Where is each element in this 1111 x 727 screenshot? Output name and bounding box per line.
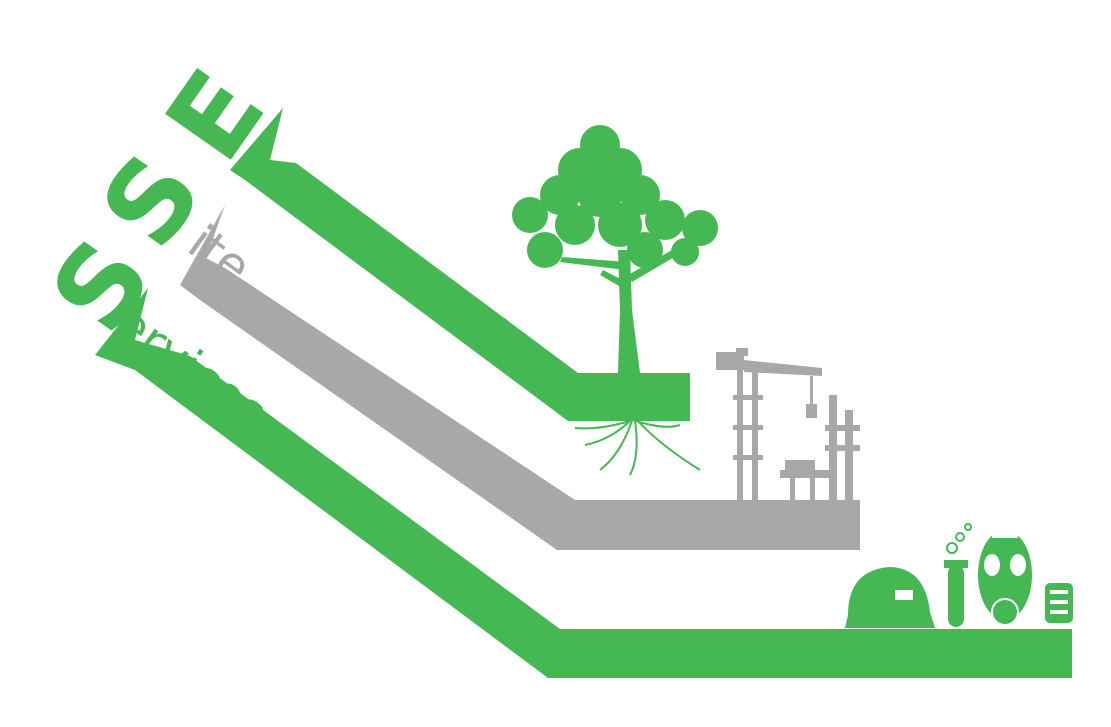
hard-hat-icon (845, 567, 935, 628)
test-tube-icon (944, 523, 972, 627)
services-band (95, 288, 1072, 678)
filter-canister-icon (1045, 583, 1073, 623)
gas-mask-icon (978, 530, 1032, 626)
tree-icon (512, 125, 718, 476)
environmental-band (230, 108, 690, 421)
oil-rig-icon (716, 348, 860, 534)
site-band (180, 205, 860, 550)
